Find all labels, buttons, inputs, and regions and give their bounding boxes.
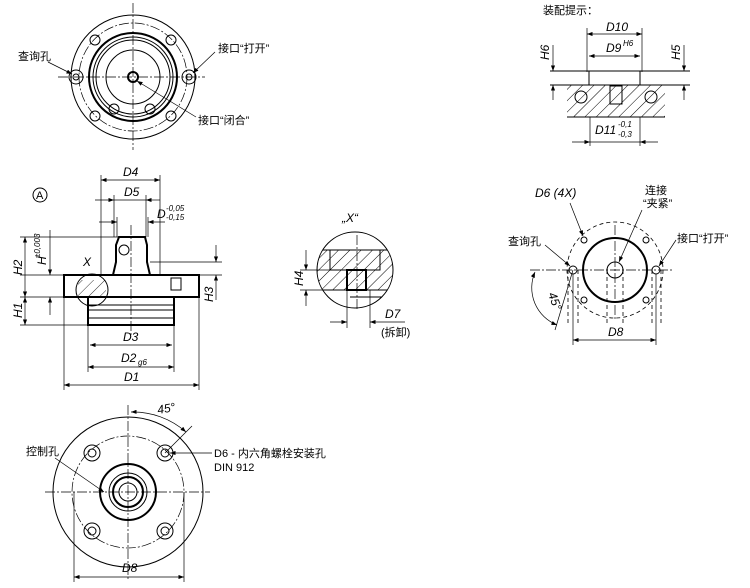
label-connect: 连接 — [645, 184, 667, 197]
dim-d11-tol-upper: -0,1 — [618, 120, 632, 129]
dim-d2-tol: g6 — [138, 358, 147, 367]
dim-d11: D11 — [595, 123, 616, 137]
top-view: 查询孔 接口“打开” 接口“闭合” — [18, 3, 270, 150]
label-check-hole: 查询孔 — [508, 234, 541, 248]
dim-d6-4x: D6 (4X) — [535, 186, 576, 200]
dim-d8: D8 — [608, 325, 624, 339]
dim-d9: D9 — [606, 41, 622, 55]
label-d6-note: D6 - 内六角螺栓安装孔 — [214, 446, 326, 460]
dim-angle: 45° — [545, 290, 564, 312]
assembly-view: 装配提示： D10 D9 H6 H6 H5 D11 -0,1 -0,3 — [538, 4, 690, 146]
dim-d11-tol-lower: -0,3 — [618, 130, 632, 139]
dim-d4: D4 — [123, 165, 139, 179]
dim-h2: H2 — [11, 259, 25, 275]
detail-x-title: „X“ — [341, 211, 359, 225]
dim-d7: D7 — [385, 307, 402, 321]
side-view: A D4 D5 D -0,05 -0,15 X H2 H1 — [11, 165, 222, 390]
bottom-view: 45° 控制孔 D6 - 内六角螺栓安装孔 DIN 912 D8 — [26, 400, 326, 582]
dim-angle: 45° — [156, 400, 176, 417]
dim-h3: H3 — [202, 286, 216, 302]
dim-h1: H1 — [11, 303, 25, 318]
label-port-close: 接口“闭合” — [198, 113, 250, 127]
dim-d10: D10 — [606, 20, 628, 34]
dim-d: D — [157, 207, 166, 221]
label-check-hole: 查询孔 — [18, 49, 51, 63]
dim-d-tol-upper: -0,05 — [166, 204, 185, 213]
dim-h-tol: ±0,003 — [33, 233, 42, 258]
dim-d8: D8 — [122, 561, 138, 575]
dim-h5: H5 — [669, 44, 683, 60]
dim-d1: D1 — [124, 370, 139, 384]
mount-view: D6 (4X) 连接 “夹紧” 查询孔 接口“打开” 45° D8 — [508, 184, 729, 345]
dim-d3: D3 — [123, 330, 139, 344]
dim-h4: H4 — [292, 270, 306, 286]
dim-d9-tol: H6 — [623, 39, 634, 48]
dim-d2: D2 — [121, 351, 137, 365]
label-control-hole: 控制孔 — [26, 444, 59, 458]
detail-x-label: X — [82, 255, 92, 269]
detail-x-view: „X“ H4 D7 (拆卸) — [292, 211, 410, 339]
assembly-title: 装配提示： — [543, 4, 598, 17]
dim-d7-note: (拆卸) — [381, 325, 410, 339]
label-port-open: 接口“打开” — [677, 231, 729, 245]
dim-h: H — [35, 256, 49, 265]
label-port-open: 接口“打开” — [218, 41, 270, 55]
label-din: DIN 912 — [214, 462, 254, 474]
label-clamp: “夹紧” — [643, 197, 673, 210]
dim-h6: H6 — [538, 44, 552, 60]
dim-d-tol-lower: -0,15 — [166, 213, 185, 222]
dim-d5: D5 — [124, 185, 140, 199]
view-marker-a: A — [36, 190, 44, 202]
